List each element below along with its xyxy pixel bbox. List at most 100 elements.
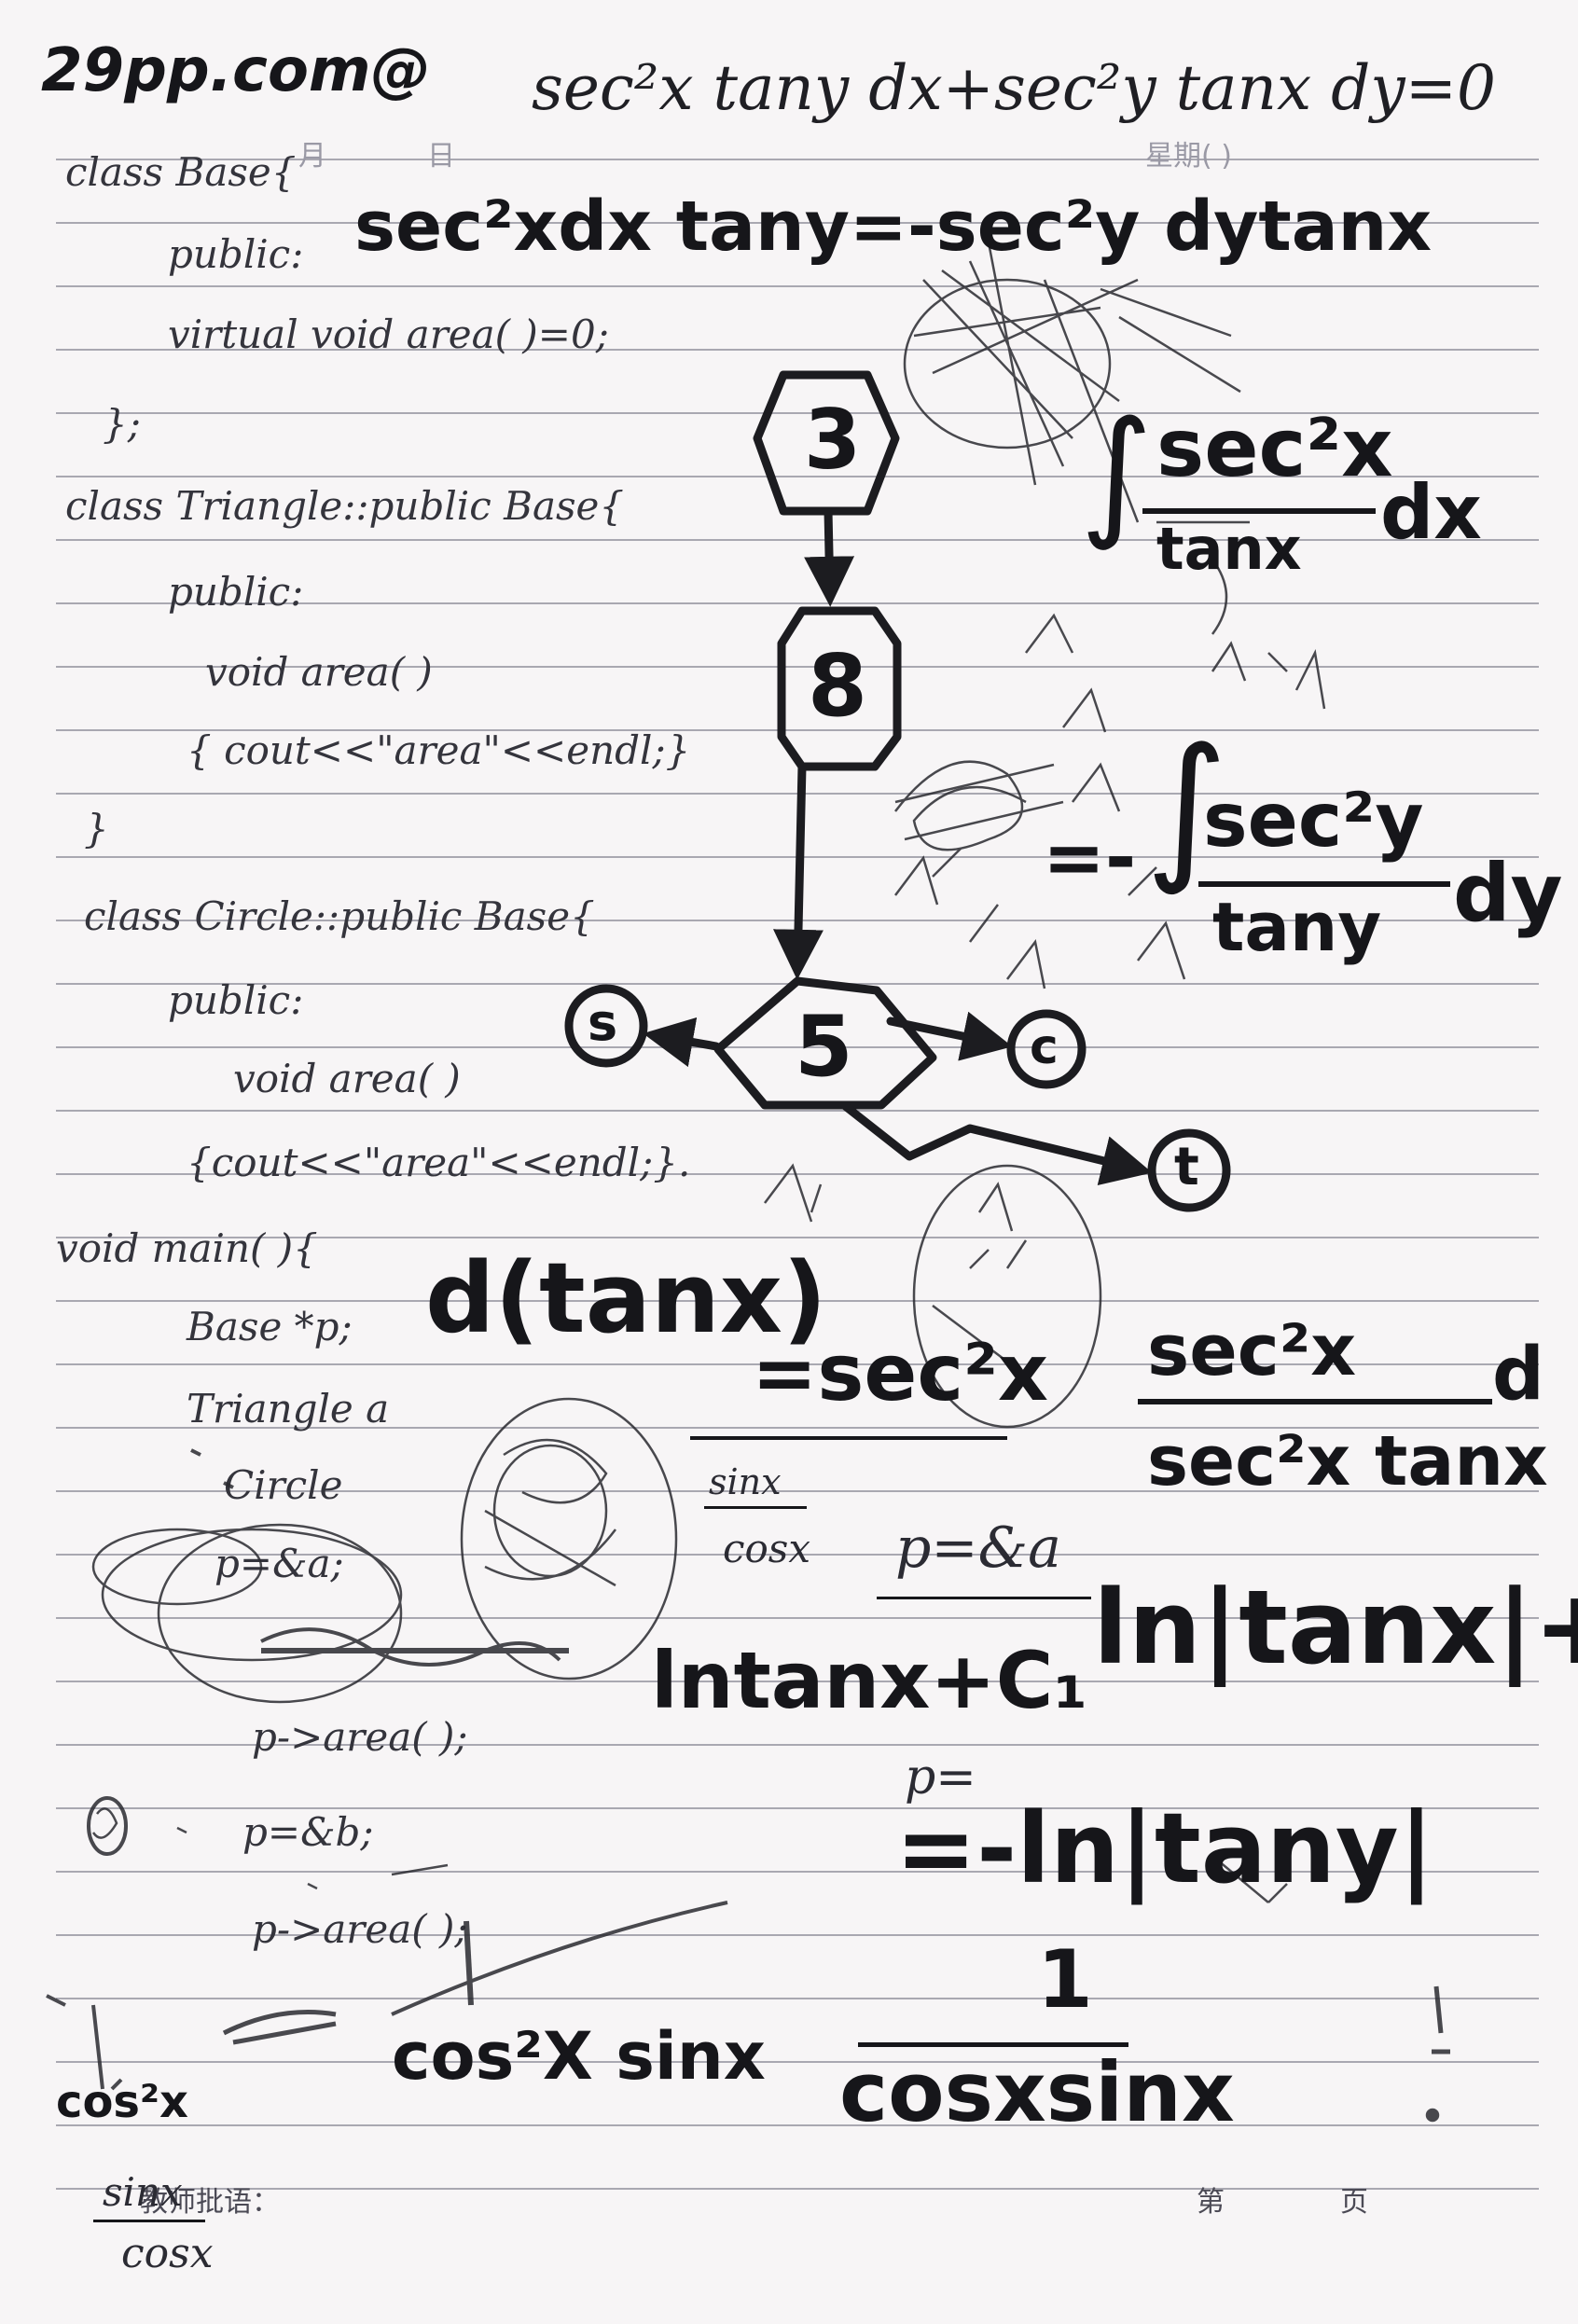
math-cosx-denominator: cosx — [121, 2230, 214, 2277]
printed-month-label: 月 — [298, 140, 326, 173]
ruled-line — [56, 2124, 1539, 2126]
ruled-line — [56, 412, 1539, 414]
frac-d: d — [1492, 1333, 1544, 1417]
ruled-line — [56, 1173, 1539, 1175]
code-line: void area( ) — [233, 1056, 461, 1101]
ruled-line — [56, 729, 1539, 731]
code-line: p->area( ); — [252, 1714, 468, 1760]
p-assign-underline — [877, 1597, 1091, 1599]
ruled-line — [56, 1110, 1539, 1112]
ruled-line — [56, 1046, 1539, 1048]
frac-denominator: sec²x tanx — [1147, 1421, 1548, 1501]
math-dtanx-rhs: =sec²x — [752, 1327, 1049, 1418]
code-line: class Base{ — [65, 149, 297, 195]
code-line: void area( ) — [205, 649, 433, 695]
math-step1: sec²xdx tany=-sec²y dytanx — [354, 187, 1433, 267]
sin-over-cos-numerator: sinx — [709, 1461, 782, 1502]
ruled-line — [56, 1871, 1539, 1873]
node-s-label: s — [588, 993, 618, 1052]
code-line: Base *p; — [187, 1304, 353, 1349]
math-ln-right: ln|tanx|+C — [1093, 1568, 1578, 1687]
ruled-line — [56, 1617, 1539, 1619]
math-ln-left: lntanx+C₁ — [651, 1635, 1088, 1726]
ruled-line — [56, 285, 1539, 287]
code-line: { cout<<"area"<<endl;} — [187, 727, 691, 773]
math-dtanx: d(tanx) — [425, 1241, 827, 1355]
code-line: Triangle a — [187, 1386, 390, 1432]
code-line: public: — [168, 231, 304, 277]
node-t-label: t — [1174, 1137, 1199, 1197]
ruled-line — [56, 476, 1539, 477]
sin-over-cos-bar — [704, 1506, 807, 1509]
ruled-line — [56, 1934, 1539, 1936]
node-3-label: 3 — [804, 392, 862, 488]
ruled-line — [56, 539, 1539, 541]
ruled-line — [56, 159, 1539, 160]
teacher-comment-label: 教师批语： — [140, 2186, 280, 2219]
site-mark: 29pp.com@ — [41, 36, 431, 105]
ruled-line — [56, 1427, 1539, 1429]
math-one-numerator: 1 — [1037, 1933, 1093, 2027]
integral-right-d: dy — [1453, 847, 1563, 940]
sin-over-cos-denominator: cosx — [723, 1526, 811, 1571]
edge-3-8 — [804, 506, 855, 607]
ruled-line — [56, 349, 1539, 351]
printed-weekday-label: 星期( ) — [1145, 140, 1232, 173]
integral-left-numerator: sec²x — [1156, 402, 1393, 495]
integral-right-prefix: =- — [1043, 814, 1137, 901]
code-line: {cout<<"area"<<endl;}. — [187, 1140, 691, 1185]
code-line: Circle — [224, 1462, 343, 1508]
ruled-line — [56, 1681, 1539, 1682]
math-cos2x: cos²x — [56, 2076, 188, 2128]
node-8-shape — [777, 606, 902, 771]
integral-right-denominator: tany — [1212, 888, 1382, 966]
node-c-label: c — [1030, 1019, 1059, 1075]
math-cos2-sin: cos²X sinx — [392, 2018, 766, 2095]
integral-left-fraction-bar — [1142, 508, 1376, 514]
page-label-end: 页 — [1340, 2186, 1368, 2219]
math-cos-sin-denominator: cosxsinx — [839, 2044, 1235, 2140]
integral-sign-left: ∫ — [1080, 392, 1154, 554]
sinx-cosx-bar — [93, 2220, 205, 2222]
ruled-line — [56, 1300, 1539, 1302]
edge-5-c — [886, 1011, 1013, 1061]
edge-5-t — [839, 1100, 1153, 1186]
frac-bar — [1138, 1399, 1492, 1404]
code-line: public: — [168, 977, 304, 1023]
code-line: } — [84, 806, 109, 851]
code-line: p=&a; — [215, 1541, 344, 1586]
ruled-line — [56, 2188, 1539, 2190]
ruled-line — [56, 222, 1539, 224]
edge-5-s — [643, 1017, 721, 1068]
math-p-eq: p= — [905, 1750, 976, 1805]
code-line: void main( ){ — [56, 1225, 318, 1271]
fraction-bar-under-dtanx — [690, 1436, 1007, 1440]
ruled-line — [56, 666, 1539, 668]
one-over-bar — [858, 2042, 1128, 2047]
code-line: p=&b; — [242, 1809, 374, 1855]
ruled-line — [56, 1744, 1539, 1746]
ruled-line — [56, 1237, 1539, 1238]
node-5-label: 5 — [795, 998, 853, 1096]
ruled-line — [56, 1807, 1539, 1809]
page-label: 第 — [1197, 2186, 1225, 2219]
integral-right-fraction-bar — [1198, 881, 1450, 887]
integral-left-denominator: tanx — [1156, 515, 1302, 583]
code-line: class Triangle::public Base{ — [65, 483, 625, 529]
integral-right-numerator: sec²y — [1203, 777, 1424, 864]
code-line: p->area( ); — [252, 1906, 468, 1952]
math-p-assign: p=&a — [895, 1515, 1061, 1581]
edge-8-5 — [772, 762, 824, 980]
code-line: virtual void area( )=0; — [168, 311, 609, 357]
ruled-line — [56, 1490, 1539, 1492]
ruled-line — [56, 1998, 1539, 1999]
ruled-line — [56, 2061, 1539, 2063]
code-line: public: — [168, 569, 304, 615]
ruled-line — [56, 1363, 1539, 1365]
integral-sign-right: ∫ — [1145, 714, 1228, 899]
printed-day-label: 日 — [427, 140, 455, 173]
header-equation: sec²x tany dx+sec²y tanx dy=0 — [532, 52, 1496, 124]
